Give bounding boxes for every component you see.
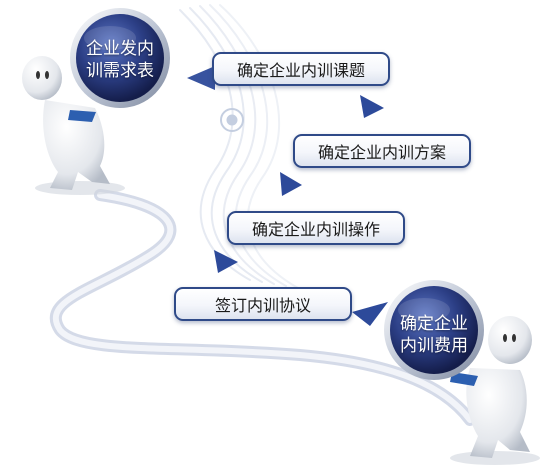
- step-box-1: 确定企业内训课题: [212, 52, 390, 86]
- end-node-line-1: 确定企业: [400, 314, 468, 334]
- step-box-4: 签订内训协议: [174, 287, 352, 321]
- arrow-connector-2: [360, 95, 384, 118]
- arrow-connector-5: [352, 302, 388, 326]
- arrow-connector-1: [187, 66, 215, 90]
- end-disc: [384, 280, 484, 380]
- start-node-line-2: 训需求表: [86, 61, 154, 81]
- arrow-connector-4: [214, 250, 238, 273]
- start-disc: [70, 8, 170, 108]
- step-box-2: 确定企业内训方案: [293, 134, 471, 168]
- end-node-label: 确定企业 内训费用: [392, 313, 476, 357]
- connector-arrows: [187, 66, 388, 326]
- end-node-line-2: 内训费用: [400, 336, 468, 356]
- start-node-line-1: 企业发内: [86, 39, 154, 59]
- figure-start: [22, 56, 125, 195]
- step-box-3: 确定企业内训操作: [227, 211, 405, 245]
- arrow-connector-3: [280, 172, 302, 196]
- figure-end: [450, 316, 540, 465]
- target-decoration: [220, 108, 244, 132]
- start-node-label: 企业发内 训需求表: [78, 38, 162, 82]
